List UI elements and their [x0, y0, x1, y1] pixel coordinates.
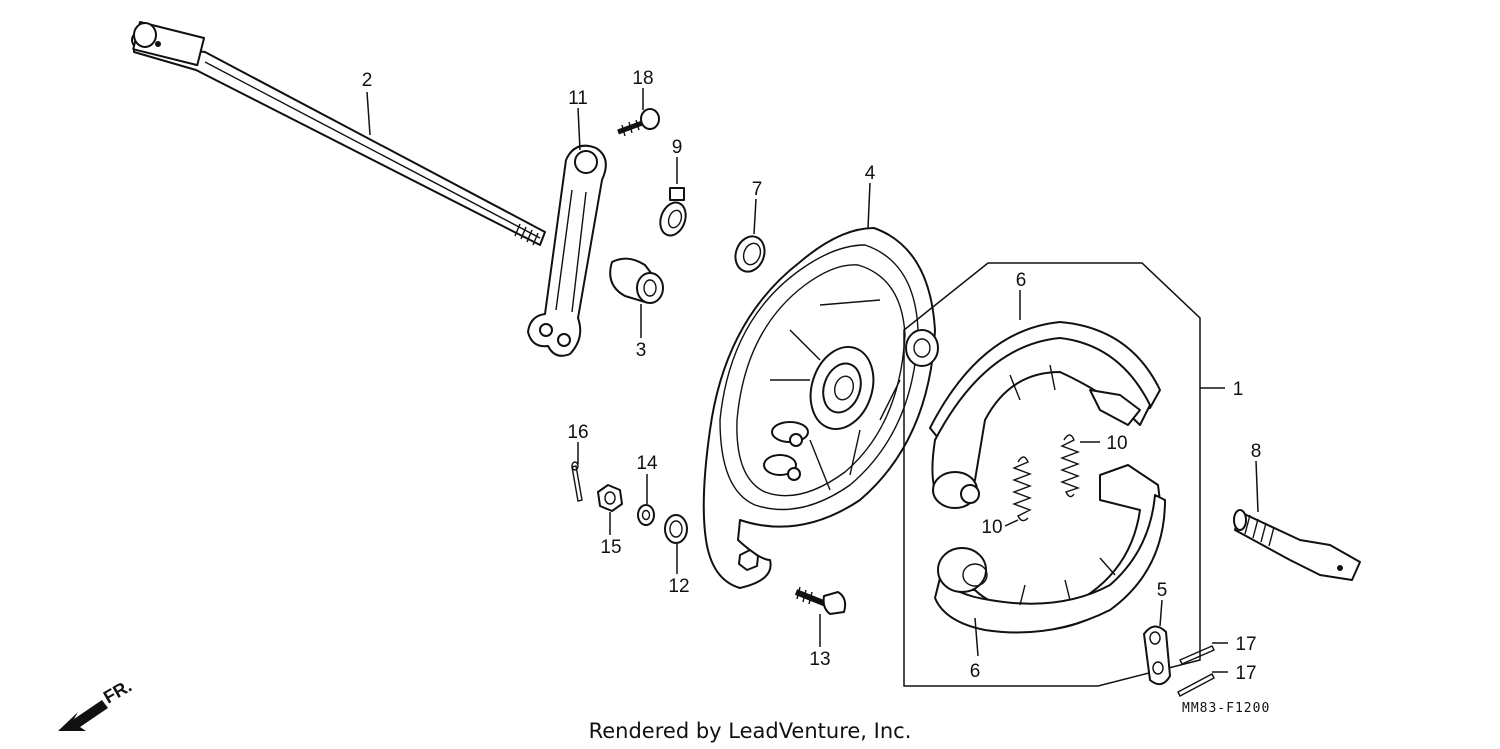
- washer-9: [659, 187, 687, 237]
- brake-cam: [1233, 509, 1361, 581]
- nut-15: [597, 484, 623, 512]
- shoe-plate: [1143, 625, 1171, 686]
- cotter-pin-upper: [1179, 645, 1215, 665]
- callout-6-lower: 6: [970, 661, 981, 682]
- callout-1: 1: [1233, 379, 1244, 400]
- brake-shoe-lower: [934, 464, 1166, 634]
- brake-panel: [702, 227, 939, 589]
- seal-7: [734, 235, 766, 273]
- callout-12: 12: [668, 576, 689, 597]
- callout-15: 15: [600, 537, 621, 558]
- cotter-pin-lower: [1177, 673, 1215, 697]
- bolt-13: [794, 586, 847, 615]
- callout-2: 2: [362, 70, 373, 91]
- callout-10-lower: 10: [981, 517, 1002, 538]
- callout-18: 18: [632, 68, 653, 89]
- spring-lower: [1012, 456, 1032, 522]
- brake-shoe-upper: [929, 321, 1161, 509]
- cotter-pin-16: [571, 461, 583, 502]
- credit-line: Rendered by LeadVenture, Inc.: [589, 719, 912, 743]
- callout-5: 5: [1157, 580, 1168, 601]
- spring-upper: [1060, 434, 1081, 498]
- diagram-code: MM83-F1200: [1182, 701, 1270, 716]
- seal-12: [664, 514, 688, 544]
- callout-3: 3: [636, 340, 647, 361]
- callout-11: 11: [568, 88, 588, 109]
- callout-6-upper: 6: [1016, 270, 1027, 291]
- callout-16: 16: [567, 422, 588, 443]
- callout-labels: 1 2 3 4 5 6 6 7 8 9 10 10 11 12 13 14 15…: [362, 68, 1262, 684]
- callout-13: 13: [809, 649, 830, 670]
- callout-7: 7: [752, 179, 763, 200]
- callout-14: 14: [636, 453, 658, 474]
- washer-14: [637, 504, 655, 526]
- callout-17-lower: 17: [1235, 663, 1256, 684]
- direction-label: FR.: [100, 676, 135, 708]
- bolt-18: [617, 108, 660, 137]
- front-direction-arrow-icon: FR.: [58, 676, 135, 731]
- leader-lines: [366, 88, 1259, 673]
- collar-3: [609, 257, 664, 304]
- callout-17-upper: 17: [1235, 634, 1256, 655]
- callout-8: 8: [1251, 441, 1262, 462]
- callout-4: 4: [865, 163, 876, 184]
- callout-9: 9: [672, 137, 683, 158]
- axle: [131, 21, 546, 246]
- brake-arm: [527, 144, 607, 357]
- callout-10-upper: 10: [1106, 433, 1127, 454]
